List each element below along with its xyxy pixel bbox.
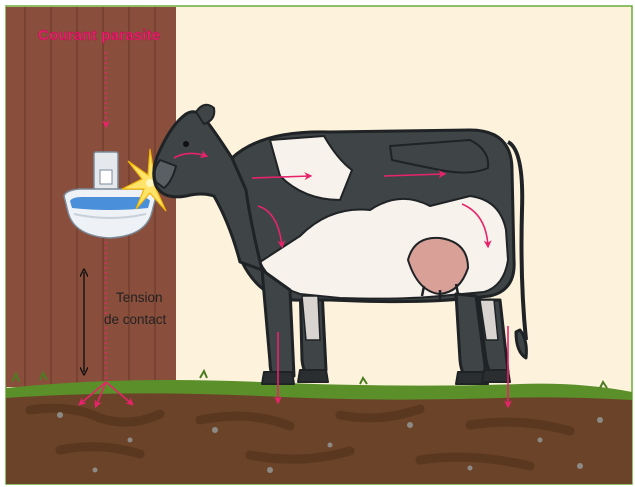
soil-ground xyxy=(6,392,632,484)
tension-label-line2: de contact xyxy=(104,312,166,327)
title-label: Courant parasite xyxy=(38,27,160,44)
tension-label-line1: Tension xyxy=(116,290,163,305)
